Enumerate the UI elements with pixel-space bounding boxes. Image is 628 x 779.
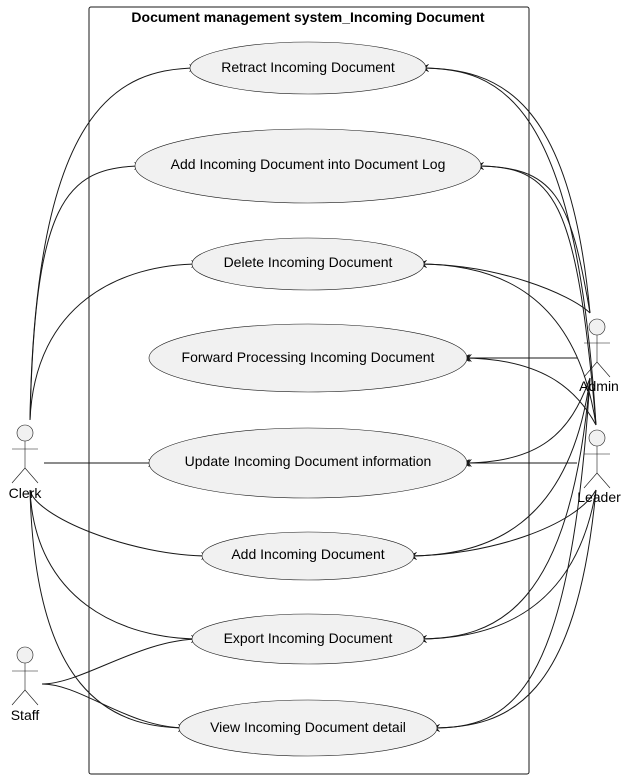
use-case-shape — [148, 323, 468, 393]
actor-label: Admin — [579, 378, 619, 394]
use-case-label: Export Incoming Document — [224, 630, 393, 646]
association-leader-view — [430, 489, 597, 732]
association-leader-delete — [417, 260, 597, 426]
actor-leg-left — [583, 472, 598, 489]
use-case-add-log[interactable]: Add Incoming Document into Document Log — [134, 128, 482, 204]
actor-label: Leader — [577, 489, 621, 505]
use-case-shape — [191, 237, 425, 291]
association-staff-export — [41, 635, 201, 685]
use-case-shape — [148, 427, 468, 499]
use-case-retract[interactable]: Retract Incoming Document — [189, 41, 427, 95]
association-leader-add — [407, 489, 597, 560]
use-case-label: Forward Processing Incoming Document — [182, 349, 435, 365]
actor-leg-right — [24, 689, 39, 706]
associations — [29, 64, 597, 732]
system-title: Document management system_Incoming Docu… — [131, 9, 485, 25]
use-case-shape — [191, 613, 425, 665]
association-admin-export — [417, 377, 591, 643]
use-case-shape — [201, 531, 415, 581]
association-leader-export — [417, 489, 597, 643]
use-case-label: View Incoming Document detail — [210, 719, 406, 735]
use-case-shape — [178, 699, 438, 757]
actor-head — [16, 424, 34, 442]
association-clerk-delete — [29, 260, 201, 421]
use-case-shape — [134, 128, 482, 204]
use-case-label: Retract Incoming Document — [221, 59, 395, 75]
association-admin-retract — [419, 64, 591, 314]
actor-head — [588, 429, 606, 447]
use-case-forward[interactable]: Forward Processing Incoming Document — [148, 323, 468, 393]
association-staff-view — [41, 683, 188, 732]
use-case-label: Update Incoming Document information — [185, 453, 432, 469]
use-case-shape — [189, 41, 427, 95]
actor-leg-right — [24, 467, 39, 484]
actor-admin[interactable]: Admin — [579, 318, 619, 394]
use-case-label: Add Incoming Document into Document Log — [171, 156, 446, 172]
association-clerk-export — [29, 489, 201, 643]
association-admin-delete — [417, 260, 591, 314]
actor-leg-left — [583, 361, 598, 378]
actor-staff[interactable]: Staff — [11, 646, 40, 723]
use-case-label: Delete Incoming Document — [224, 254, 393, 270]
use-case-export[interactable]: Export Incoming Document — [191, 613, 425, 665]
association-clerk-add_log — [29, 162, 144, 421]
actor-leg-right — [596, 361, 611, 378]
actor-leg-left — [11, 467, 26, 484]
association-leader-add_log — [474, 162, 597, 426]
association-leader-retract — [419, 64, 597, 426]
use-case-update[interactable]: Update Incoming Document information — [148, 427, 468, 499]
actor-leader[interactable]: Leader — [577, 429, 621, 505]
use-case-label: Add Incoming Document — [231, 546, 384, 562]
system-boundary: Document management system_Incoming Docu… — [88, 6, 530, 775]
actor-head — [588, 318, 606, 336]
association-leader-forward — [460, 354, 597, 426]
use-case-add[interactable]: Add Incoming Document — [201, 531, 415, 581]
association-clerk-add — [29, 489, 211, 560]
use-case-view[interactable]: View Incoming Document detail — [178, 699, 438, 757]
actor-label: Clerk — [9, 485, 43, 501]
association-admin-update — [460, 377, 591, 467]
actor-leg-left — [11, 689, 26, 706]
actor-clerk[interactable]: Clerk — [9, 424, 43, 501]
association-clerk-view — [29, 489, 188, 732]
actor-label: Staff — [11, 707, 40, 723]
actor-head — [16, 646, 34, 664]
use-case-delete[interactable]: Delete Incoming Document — [191, 237, 425, 291]
actor-leg-right — [596, 472, 611, 489]
